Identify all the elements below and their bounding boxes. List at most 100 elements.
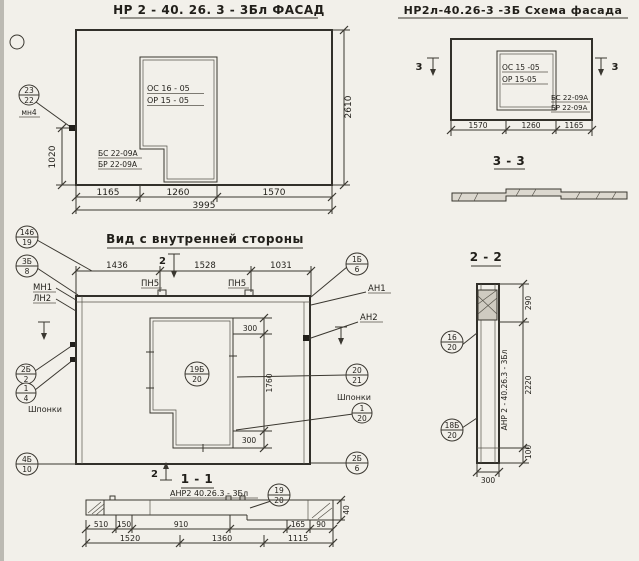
- facade-dim-b2: 1260: [167, 188, 190, 198]
- scheme-window-inner-frame: [499, 53, 554, 108]
- inner-section2-bottom-marker: 2: [151, 462, 172, 481]
- section-2-2-callout2-bottom: 20: [447, 431, 457, 440]
- scheme-dim-b3: 1165: [564, 121, 583, 130]
- inner-an2-label: АН2: [360, 313, 378, 323]
- inner-callout-tr-top: 1Б: [352, 255, 362, 264]
- inner-callout-l3-bottom: 2: [24, 375, 29, 384]
- inner-an1-label: АН1: [368, 284, 386, 294]
- section-2-2-callout1-bottom: 20: [447, 343, 457, 352]
- inner-callout-l4-bottom: 4: [24, 394, 29, 403]
- inner-callout-r2-bottom: 21: [352, 376, 362, 385]
- facade-anchor-label: мн4: [21, 108, 37, 117]
- inner-callout-tl-top: 146: [20, 228, 35, 237]
- facade-panel-mark-bs: БС 22-09А: [98, 149, 139, 158]
- section-3-3-title: 3 - 3: [493, 154, 526, 168]
- section-2-2-callout2-top: 18Б: [445, 421, 460, 430]
- section-1-1-dim-1115: 1115: [288, 534, 308, 543]
- scheme-view: НР2л-40.26-3 -3Б Схема фасада ОС 15 -05 …: [398, 4, 628, 202]
- scheme-window-mark-os: ОС 15 -05: [502, 63, 540, 72]
- inner-callout-br-bottom: 6: [355, 464, 360, 473]
- inner-callout-l3-top: 2Б: [21, 365, 31, 374]
- scheme-section-mark-left: 3: [416, 62, 423, 73]
- inner-callout-r3-top: 1: [360, 404, 365, 413]
- section-1-1-dim40: [333, 495, 346, 525]
- section-1-1-dim-1520: 1520: [120, 534, 140, 543]
- inner-topleft-callouts: 146 19 3Б 8: [15, 225, 93, 296]
- facade-panel-mark-br: БР 22-09А: [98, 160, 138, 169]
- section-1-1-dim-510: 510: [94, 520, 109, 529]
- scheme-panel-outline: [450, 38, 593, 121]
- section-2-2-strip: [476, 283, 500, 464]
- inner-left-anchor-mark-2: [70, 357, 75, 362]
- section-2-2-window: [477, 289, 498, 321]
- inner-callout-tr-bottom: 6: [355, 265, 360, 274]
- facade-view: НР 2 - 40. 26. 3 - 3Бл ФАСАД ОС 16 - 05 …: [9, 3, 354, 215]
- inner-window-anchor-ticks: [146, 351, 237, 452]
- inner-shponki-left: Шпонки: [28, 405, 62, 414]
- inner-callout-l2-top: 3Б: [22, 257, 32, 266]
- inner-an2-anchor-mark: [303, 335, 309, 341]
- inner-title: Вид с внутренней стороны: [106, 232, 304, 246]
- inner-callout-bl-bottom: 10: [22, 465, 32, 474]
- facade-callout-bottom: 22: [24, 96, 34, 105]
- inner-shponki-right: Шпонки: [337, 393, 371, 402]
- inner-section2-bottom-label: 2: [151, 469, 158, 480]
- inner-dim-1760: 1760: [265, 373, 274, 392]
- section-1-1-dim-165: 165: [291, 520, 306, 529]
- inner-pn5-right: ПН5: [228, 279, 246, 289]
- scheme-window-mark-or: ОР 15-05: [502, 75, 537, 84]
- section-1-1-title: 1 - 1: [181, 472, 214, 486]
- inner-callout-br-top: 2Б: [352, 454, 362, 463]
- section-1-1-dim-1360: 1360: [212, 534, 232, 543]
- section-2-2-dim-100: 100: [524, 445, 533, 460]
- inner-pn5-left: ПН5: [141, 279, 159, 289]
- scheme-panel-mark-br: БР 22-09А: [551, 104, 588, 112]
- section-2-2-dimensions: [499, 279, 529, 468]
- section-2-2-title: 2 - 2: [470, 250, 503, 264]
- facade-dim-b3: 1570: [263, 188, 286, 198]
- facade-dim-left: 1020: [48, 145, 58, 168]
- inner-ln2-label: ЛН2: [33, 294, 51, 304]
- scheme-section-marks: 3 3: [416, 57, 619, 76]
- section-1-1: 1 - 1 АНР2 40.26.3 - 3Бл 19 20: [81, 472, 351, 548]
- section-2-2-callout1-top: 16: [447, 333, 457, 342]
- facade-dim-b1: 1165: [97, 188, 120, 198]
- inner-dim-300-top: 300: [243, 324, 258, 333]
- section-2-2-dim-300: 300: [481, 476, 496, 485]
- section-2-2-dim-2220: 2220: [524, 375, 533, 394]
- facade-callout-top: 23: [24, 86, 34, 95]
- scheme-title: НР2л-40.26-3 -3Б Схема фасада: [404, 4, 623, 17]
- facade-title: НР 2 - 40. 26. 3 - 3Бл ФАСАД: [113, 3, 325, 17]
- inner-callout-l2-bottom: 8: [25, 267, 30, 276]
- section-2-2: 2 - 2 АНР 2 - 40.26.3 - 3Бл 16 20 18Б 20: [440, 250, 533, 485]
- inner-section2-top-marker: 2: [159, 253, 180, 278]
- inner-left-callouts: МН1 ЛН2 2Б 2 1 4 Шпонки 4Б 10: [15, 283, 77, 476]
- section-1-1-strip: [85, 495, 334, 521]
- section-1-1-dim-910: 910: [174, 520, 189, 529]
- scan-edge-artifact: [0, 0, 4, 561]
- facade-window-mark-os: ОС 16 - 05: [147, 84, 190, 93]
- facade-callout-group: 23 22 мн4: [9, 34, 75, 131]
- facade-window-inner-frame: [142, 59, 215, 180]
- scheme-section-mark-right: 3: [612, 62, 619, 73]
- inner-callout-l4-top: 1: [24, 384, 29, 393]
- inner-window-callout-top: 19Б: [190, 365, 205, 374]
- scheme-panel-mark-bs: БС 22-09А: [551, 94, 588, 102]
- inner-section2-top-label: 2: [159, 256, 166, 267]
- inner-dim-t3: 1031: [270, 261, 292, 271]
- section-1-1-dim-90: 90: [316, 520, 326, 529]
- inner-left-anchor-mark-1: [70, 342, 75, 347]
- inner-callout-r3-bottom: 20: [357, 414, 367, 423]
- inner-dim-t2: 1528: [194, 261, 216, 271]
- section-1-1-dim-150: 150: [117, 520, 132, 529]
- inner-panel-outline: [75, 295, 311, 465]
- inner-dim-t1: 1436: [106, 261, 128, 271]
- facade-dim-total: 3995: [193, 201, 216, 211]
- inner-window-inner-frame: [152, 320, 231, 446]
- facade-anchor-mark: [69, 125, 75, 131]
- section-3-3-strip: [451, 188, 628, 202]
- inner-view: Вид с внутренней стороны 146 19 3Б 8 143…: [15, 225, 391, 481]
- inner-callout-tl-bottom: 19: [22, 238, 32, 247]
